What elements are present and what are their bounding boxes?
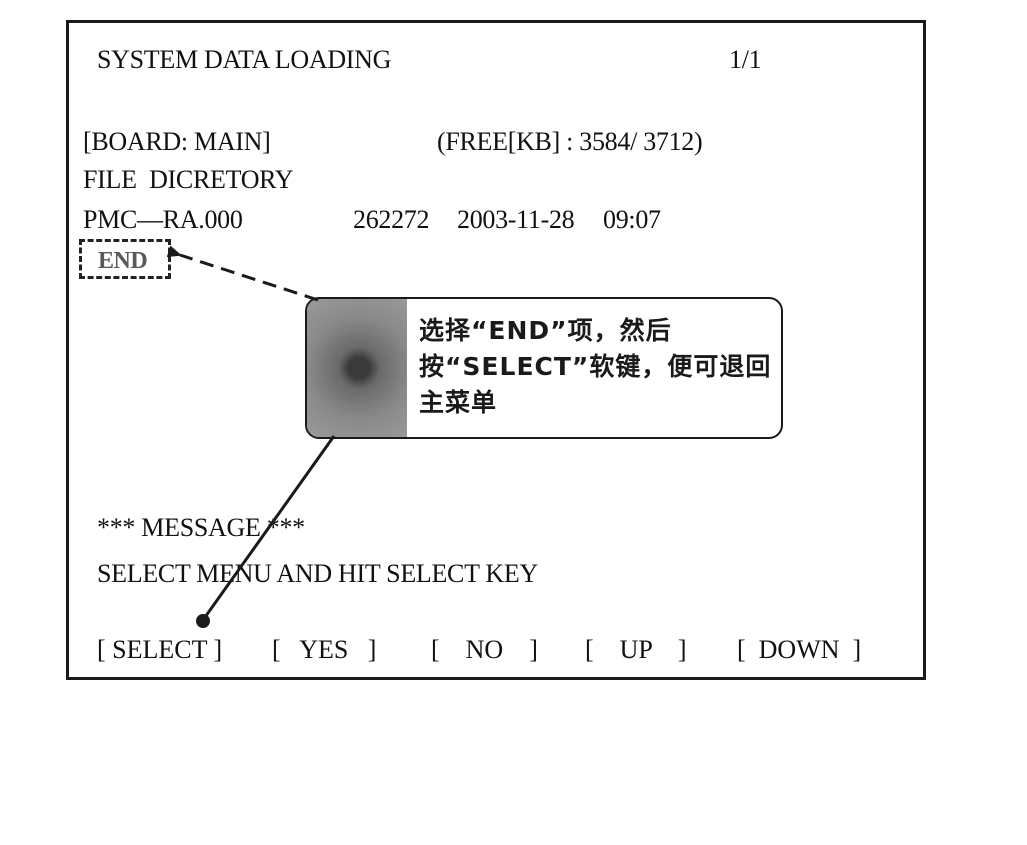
file-date: 2003-11-28 [457, 205, 575, 234]
message-header: *** MESSAGE *** [97, 513, 305, 542]
callout-hand-icon [307, 299, 407, 437]
instruction-callout: 选择“END”项，然后按“SELECT”软键，便可退回主菜单 [305, 297, 783, 439]
page-indicator: 1/1 [729, 45, 762, 74]
free-memory: (FREE[KB] : 3584/ 3712) [437, 127, 703, 156]
softkey-up[interactable]: [ UP ] [585, 635, 687, 664]
file-name: PMC—RA.000 [83, 205, 243, 234]
message-text: SELECT MENU AND HIT SELECT KEY [97, 559, 538, 588]
board-label: [BOARD: MAIN] [83, 127, 271, 156]
end-menu-item[interactable]: END [79, 239, 171, 279]
file-time: 09:07 [603, 205, 661, 234]
softkey-bar: [ SELECT ] [ YES ] [ NO ] [ UP ] [ DOWN … [97, 635, 897, 845]
softkey-select[interactable]: [ SELECT ] [97, 635, 223, 664]
file-size: 262272 [353, 205, 430, 234]
softkey-yes[interactable]: [ YES ] [272, 635, 377, 664]
softkey-down[interactable]: [ DOWN ] [737, 635, 862, 664]
softkey-no[interactable]: [ NO ] [431, 635, 538, 664]
directory-label: FILE DICRETORY [83, 165, 294, 194]
end-menu-item-label: END [98, 248, 148, 274]
callout-text: 选择“END”项，然后按“SELECT”软键，便可退回主菜单 [419, 316, 772, 417]
screen-title: SYSTEM DATA LOADING [97, 45, 392, 74]
